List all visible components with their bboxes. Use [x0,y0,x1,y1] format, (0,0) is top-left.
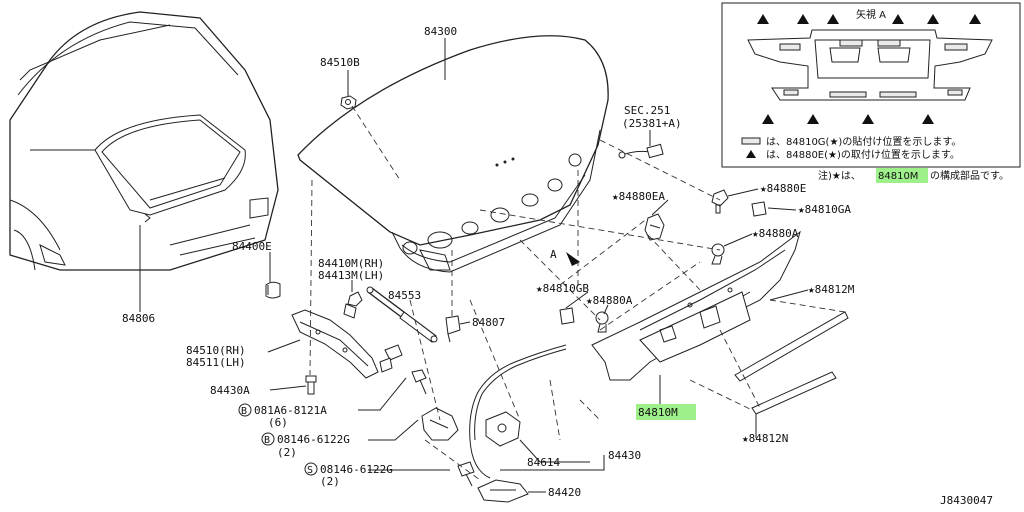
inset-pad-2 [839,39,863,47]
circle-b-1-letter: B [241,406,247,417]
label-84553: 84553 [388,289,421,302]
circle-b-1 [238,403,252,417]
highlight-84810m [636,404,696,420]
stay-84410m [343,291,363,319]
label-08146-b: 08146-6122G [277,433,350,446]
callout-labels: 84300 84510B SEC.251 (25381+A) ★84880EA … [122,25,855,499]
label-84614: 84614 [527,456,560,469]
clip-84880a-upper [711,243,725,265]
leader-lines [139,38,809,493]
label-84880ea: ★84880EA [612,190,665,203]
label-84880e: ★84880E [760,182,806,195]
diagram-code: J8430047 [940,494,993,507]
footnote-part: 84810M [878,171,918,182]
latch-84430 [421,407,521,447]
clip-84880a-lower [595,311,609,333]
bracket-84880ea [644,213,665,241]
inset-pad-4 [944,43,968,51]
sec251-connector [618,143,664,159]
legend-triangle-swatch [746,150,756,158]
inset-pad-1 [779,43,801,51]
striker-84420 [477,479,529,503]
car-body-illustration [9,11,279,308]
inset-hatched-pads [779,39,968,98]
inset-pad-7 [879,91,917,98]
bolt-84430a [305,375,317,395]
trunk-lid-illustration [297,35,609,273]
hinge-84510 [291,309,403,379]
view-a-arrow [566,252,580,266]
legend-hatch-swatch [741,137,761,145]
footnote-highlight [876,168,928,183]
label-081a6: 081A6-8121A [254,404,327,417]
connector-lines [309,105,846,481]
inset-triangle-marks [757,14,981,124]
legend-84880e: は、84880E(★)の取付け位置を示します。 [766,148,960,161]
label-84810ga: ★84810GA [798,203,851,216]
bumper-84400e [265,281,281,299]
label-84410m: 84410M(RH) [318,257,384,270]
inset-title: 矢視 A [856,8,886,21]
bolt-081a6 [411,369,427,395]
label-84430a: 84430A [210,384,250,397]
label-sec251-sub: (25381+A) [622,117,682,130]
label-84400e: 84400E [232,240,272,253]
label-84430: 84430 [608,449,641,462]
label-08146-s: 08146-6122G [320,463,393,476]
label-08146-s-qty: (2) [320,475,340,488]
circle-s-letter: S [307,465,313,476]
pad-84810ga [751,201,767,217]
inset-frame [721,2,1021,168]
label-84810gb: ★84810GB [536,282,589,295]
label-arrow-a: A [550,248,557,261]
label-84420: 84420 [548,486,581,499]
nut-84510b [340,95,357,110]
inset-pad-8 [947,89,963,96]
inset-pad-6 [829,91,867,98]
label-84880a-upper: ★84880A [752,227,799,240]
label-081a6-qty: (6) [268,416,288,429]
label-84880a-lower: ★84880A [586,294,633,307]
legend-84810g: は、84810G(★)の貼付け位置を示します。 [766,135,961,148]
label-84812m: ★84812M [808,283,855,296]
label-84413m: 84413M(LH) [318,269,384,282]
pad-84810gb [559,307,575,325]
label-08146-b-qty: (2) [277,446,297,459]
label-84300: 84300 [424,25,457,38]
label-84806: 84806 [122,312,155,325]
label-84510: 84510(RH) [186,344,246,357]
release-cable [469,344,567,479]
label-84510b: 84510B [320,56,360,69]
circle-b-2 [261,432,275,446]
molding-84812m [734,311,849,382]
footnote-suffix: の構成部品です。 [930,169,1009,182]
finisher-84810m [591,230,801,381]
circle-s [304,462,318,476]
inset-view-a: 矢視 A [721,2,1021,168]
footnote-prefix: 注)★は、 [818,169,861,182]
clip-84880e [711,189,729,214]
circle-b-2-letter: B [264,435,270,446]
inset-pad-5 [783,89,799,96]
footnote: 注)★は、 84810M の構成部品です。 [818,168,1009,183]
label-84807: 84807 [472,316,505,329]
molding-84812n [751,371,837,415]
label-sec251: SEC.251 [624,104,670,117]
label-84812n: ★84812N [742,432,788,445]
label-84810m: 84810M [638,406,678,419]
bumper-84807 [445,315,461,343]
inset-pad-3 [877,39,901,47]
label-84511: 84511(LH) [186,356,246,369]
